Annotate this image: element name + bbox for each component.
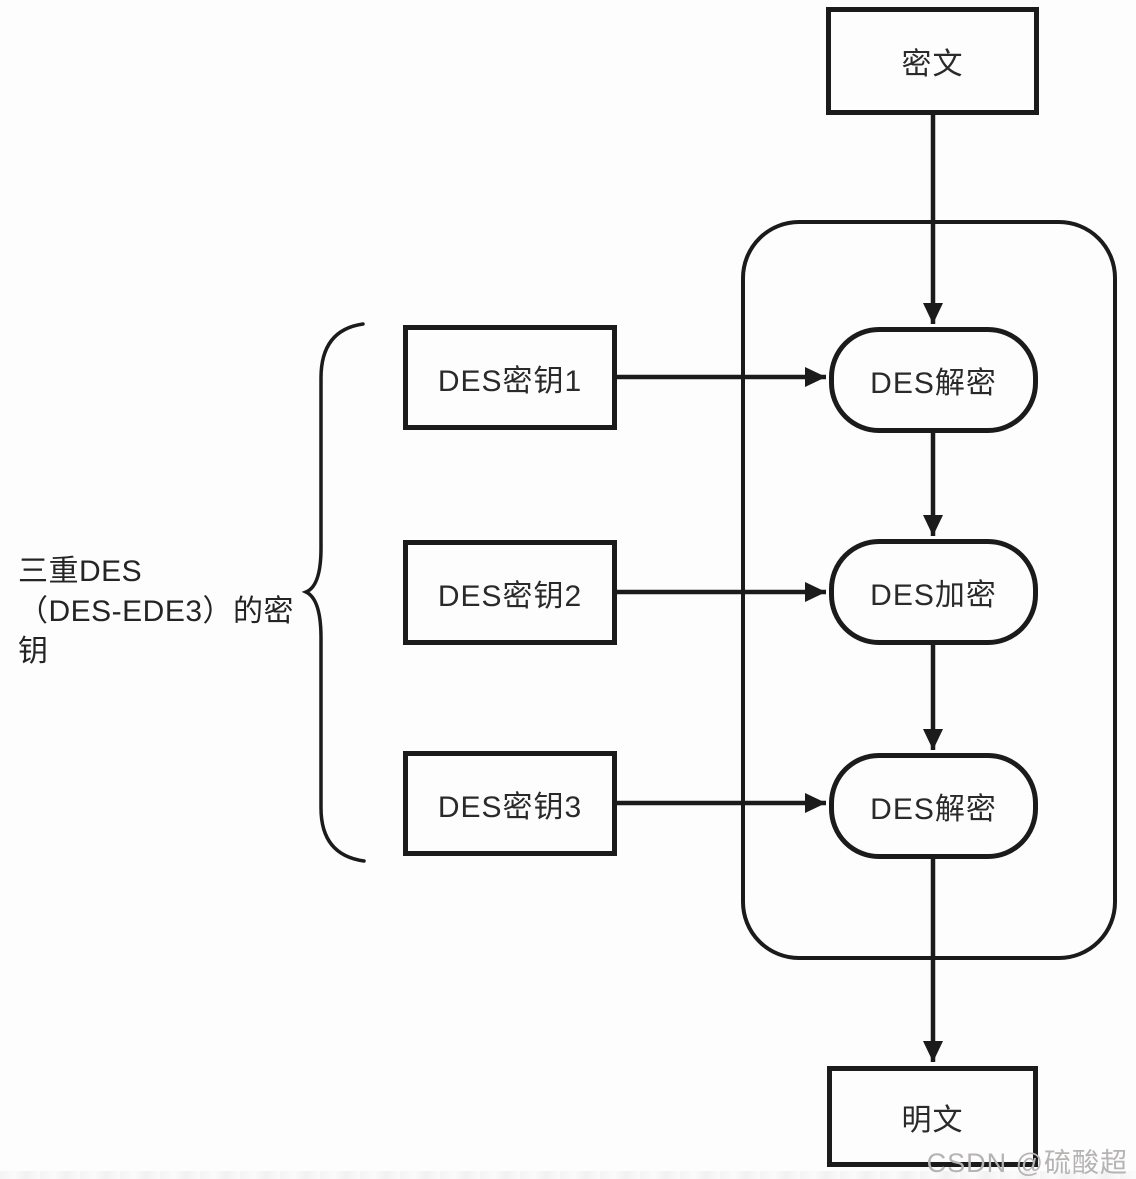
ciphertext-box: 密文 [826,7,1039,115]
plaintext-box: 明文 [827,1066,1038,1167]
stage2-label: DES加密 [870,579,997,612]
stage-box-decrypt-1: DES解密 [829,327,1038,433]
triple-des-container [741,220,1117,960]
brace-caption-line1: 三重DES [18,555,143,588]
watermark-text: CSDN @硫酸超 [926,1148,1128,1178]
brace-caption-line2: （DES-EDE3）的密钥 [18,595,295,668]
stage3-label: DES解密 [870,793,997,826]
brace-caption: 三重DES （DES-EDE3）的密钥 [18,552,318,672]
stage-box-decrypt-2: DES解密 [829,753,1038,859]
plaintext-label: 明文 [901,1103,964,1137]
key1-label: DES密钥1 [437,364,583,398]
key-box-1: DES密钥1 [403,325,617,430]
ciphertext-label: 密文 [901,48,964,81]
key-box-3: DES密钥3 [403,751,617,856]
stage-box-encrypt: DES加密 [829,539,1038,645]
stage1-label: DES解密 [870,367,997,400]
scan-artifact-strip [0,1171,1136,1179]
key-box-2: DES密钥2 [403,540,617,645]
key2-label: DES密钥2 [437,579,583,613]
key3-label: DES密钥3 [437,790,583,824]
